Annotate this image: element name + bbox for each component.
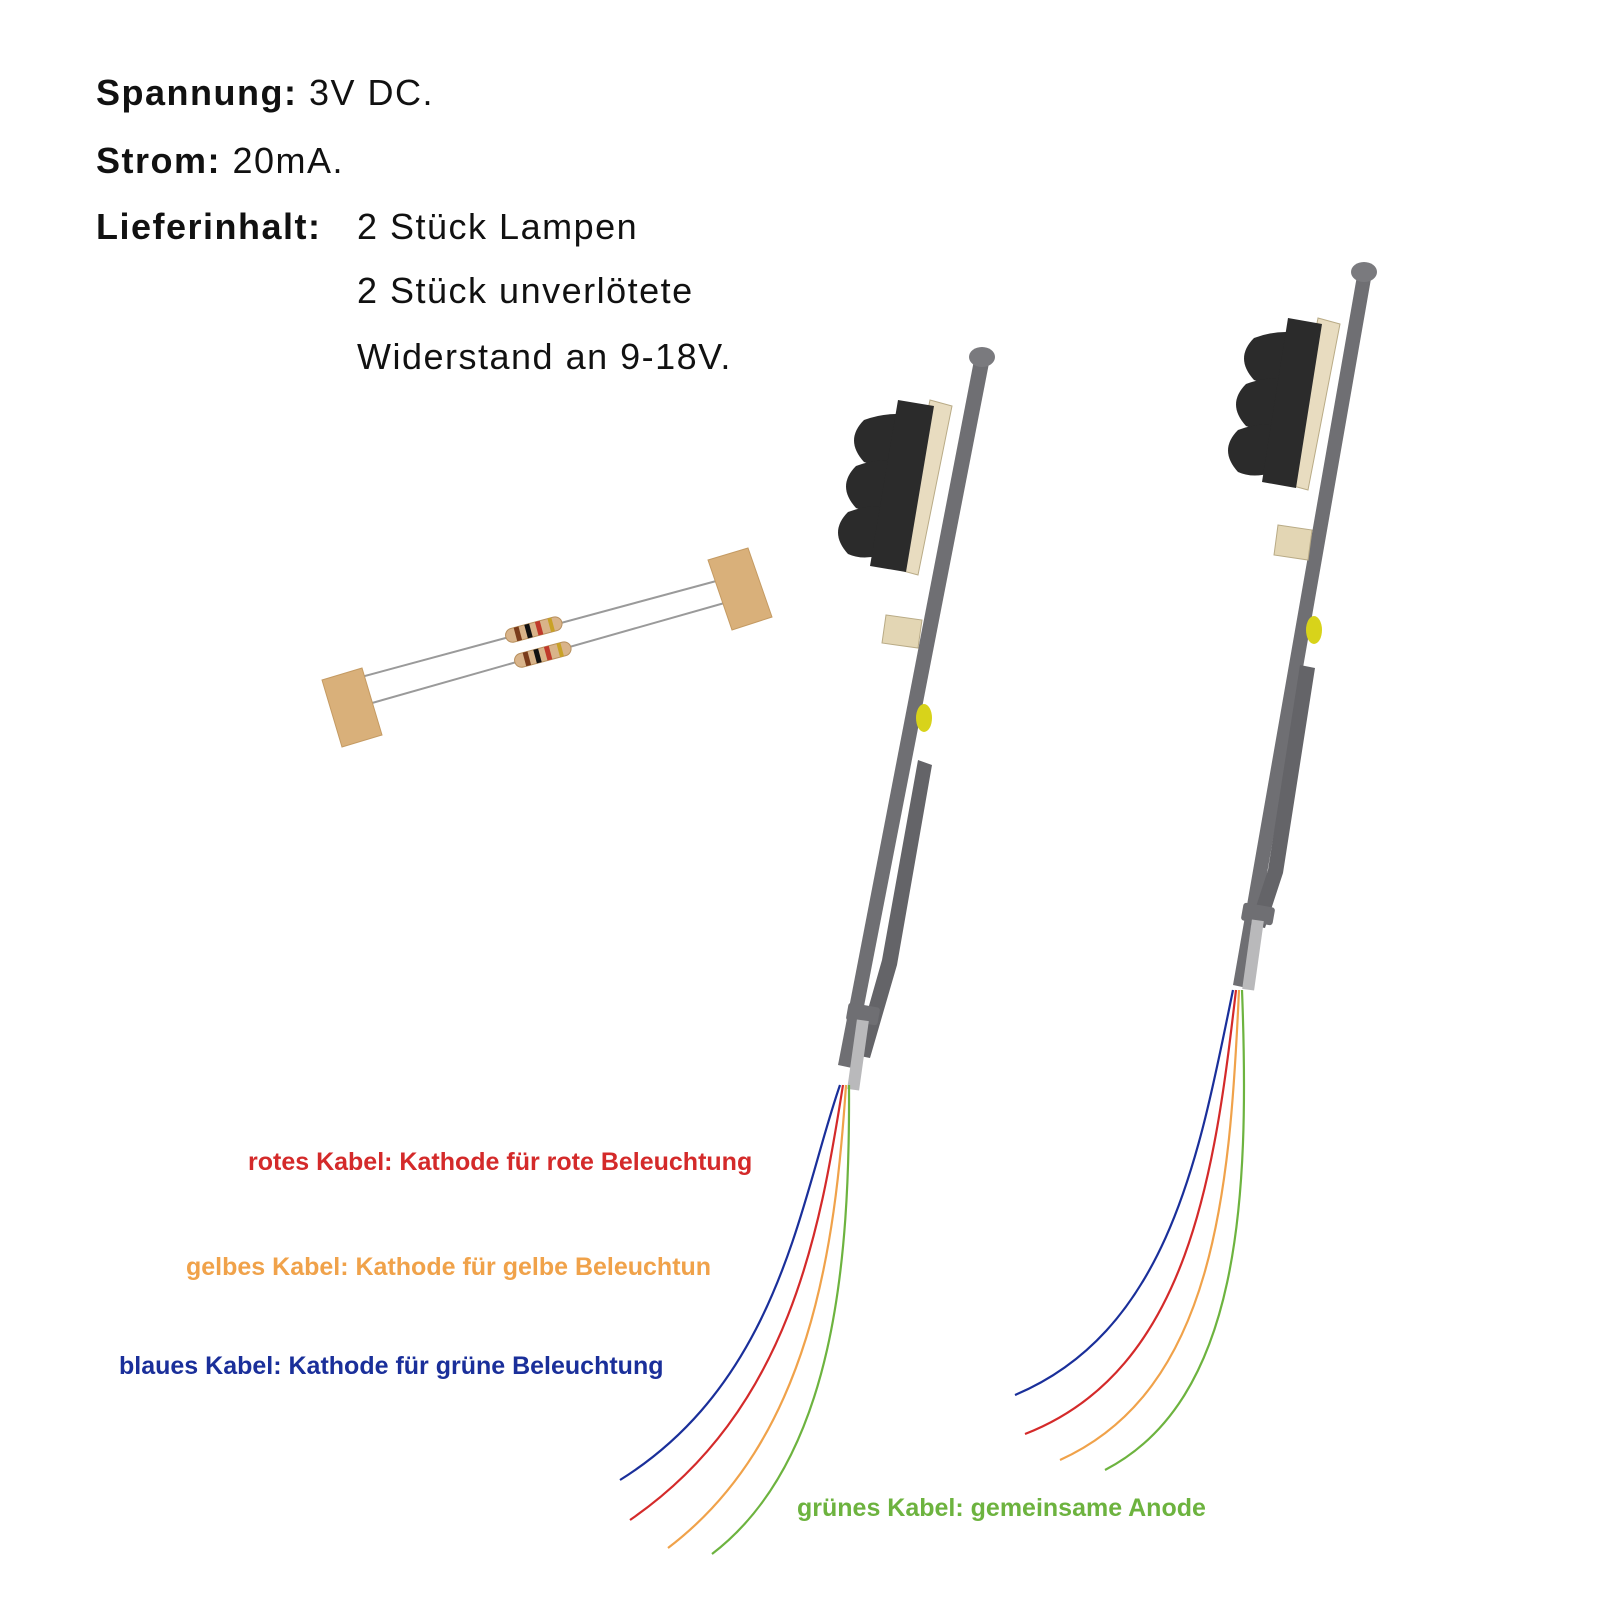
- label-yellow-wire: gelbes Kabel: Kathode für gelbe Beleucht…: [186, 1253, 712, 1281]
- current-value: 20mA.: [232, 140, 345, 181]
- label-red-wire: rotes Kabel: Kathode für rote Beleuchtun…: [248, 1148, 753, 1176]
- tape-left: [321, 667, 383, 748]
- contents-line-2: 2 Stück unverlötete: [357, 270, 694, 311]
- spec-contents: Lieferinhalt:: [96, 206, 322, 248]
- contents-line-1: 2 Stück Lampen: [357, 206, 639, 247]
- resistor-pair-image: [321, 547, 773, 748]
- tape-right: [707, 547, 773, 631]
- wires-left: [619, 1084, 851, 1555]
- traffic-light-left: [838, 347, 995, 1091]
- current-label: Strom:: [96, 140, 221, 181]
- spec-voltage: Spannung: 3V DC.: [96, 72, 434, 114]
- contents-line-3: Widerstand an 9-18V.: [357, 336, 732, 377]
- voltage-label: Spannung:: [96, 72, 298, 113]
- contents-label: Lieferinhalt:: [96, 206, 322, 247]
- label-green-wire: grünes Kabel: gemeinsame Anode: [797, 1494, 1206, 1522]
- voltage-value: 3V DC.: [308, 72, 435, 113]
- label-blue-wire: blaues Kabel: Kathode für grüne Beleucht…: [119, 1352, 664, 1380]
- wires-right: [1014, 989, 1246, 1471]
- traffic-light-right: [1228, 262, 1377, 991]
- spec-current: Strom: 20mA.: [96, 140, 344, 182]
